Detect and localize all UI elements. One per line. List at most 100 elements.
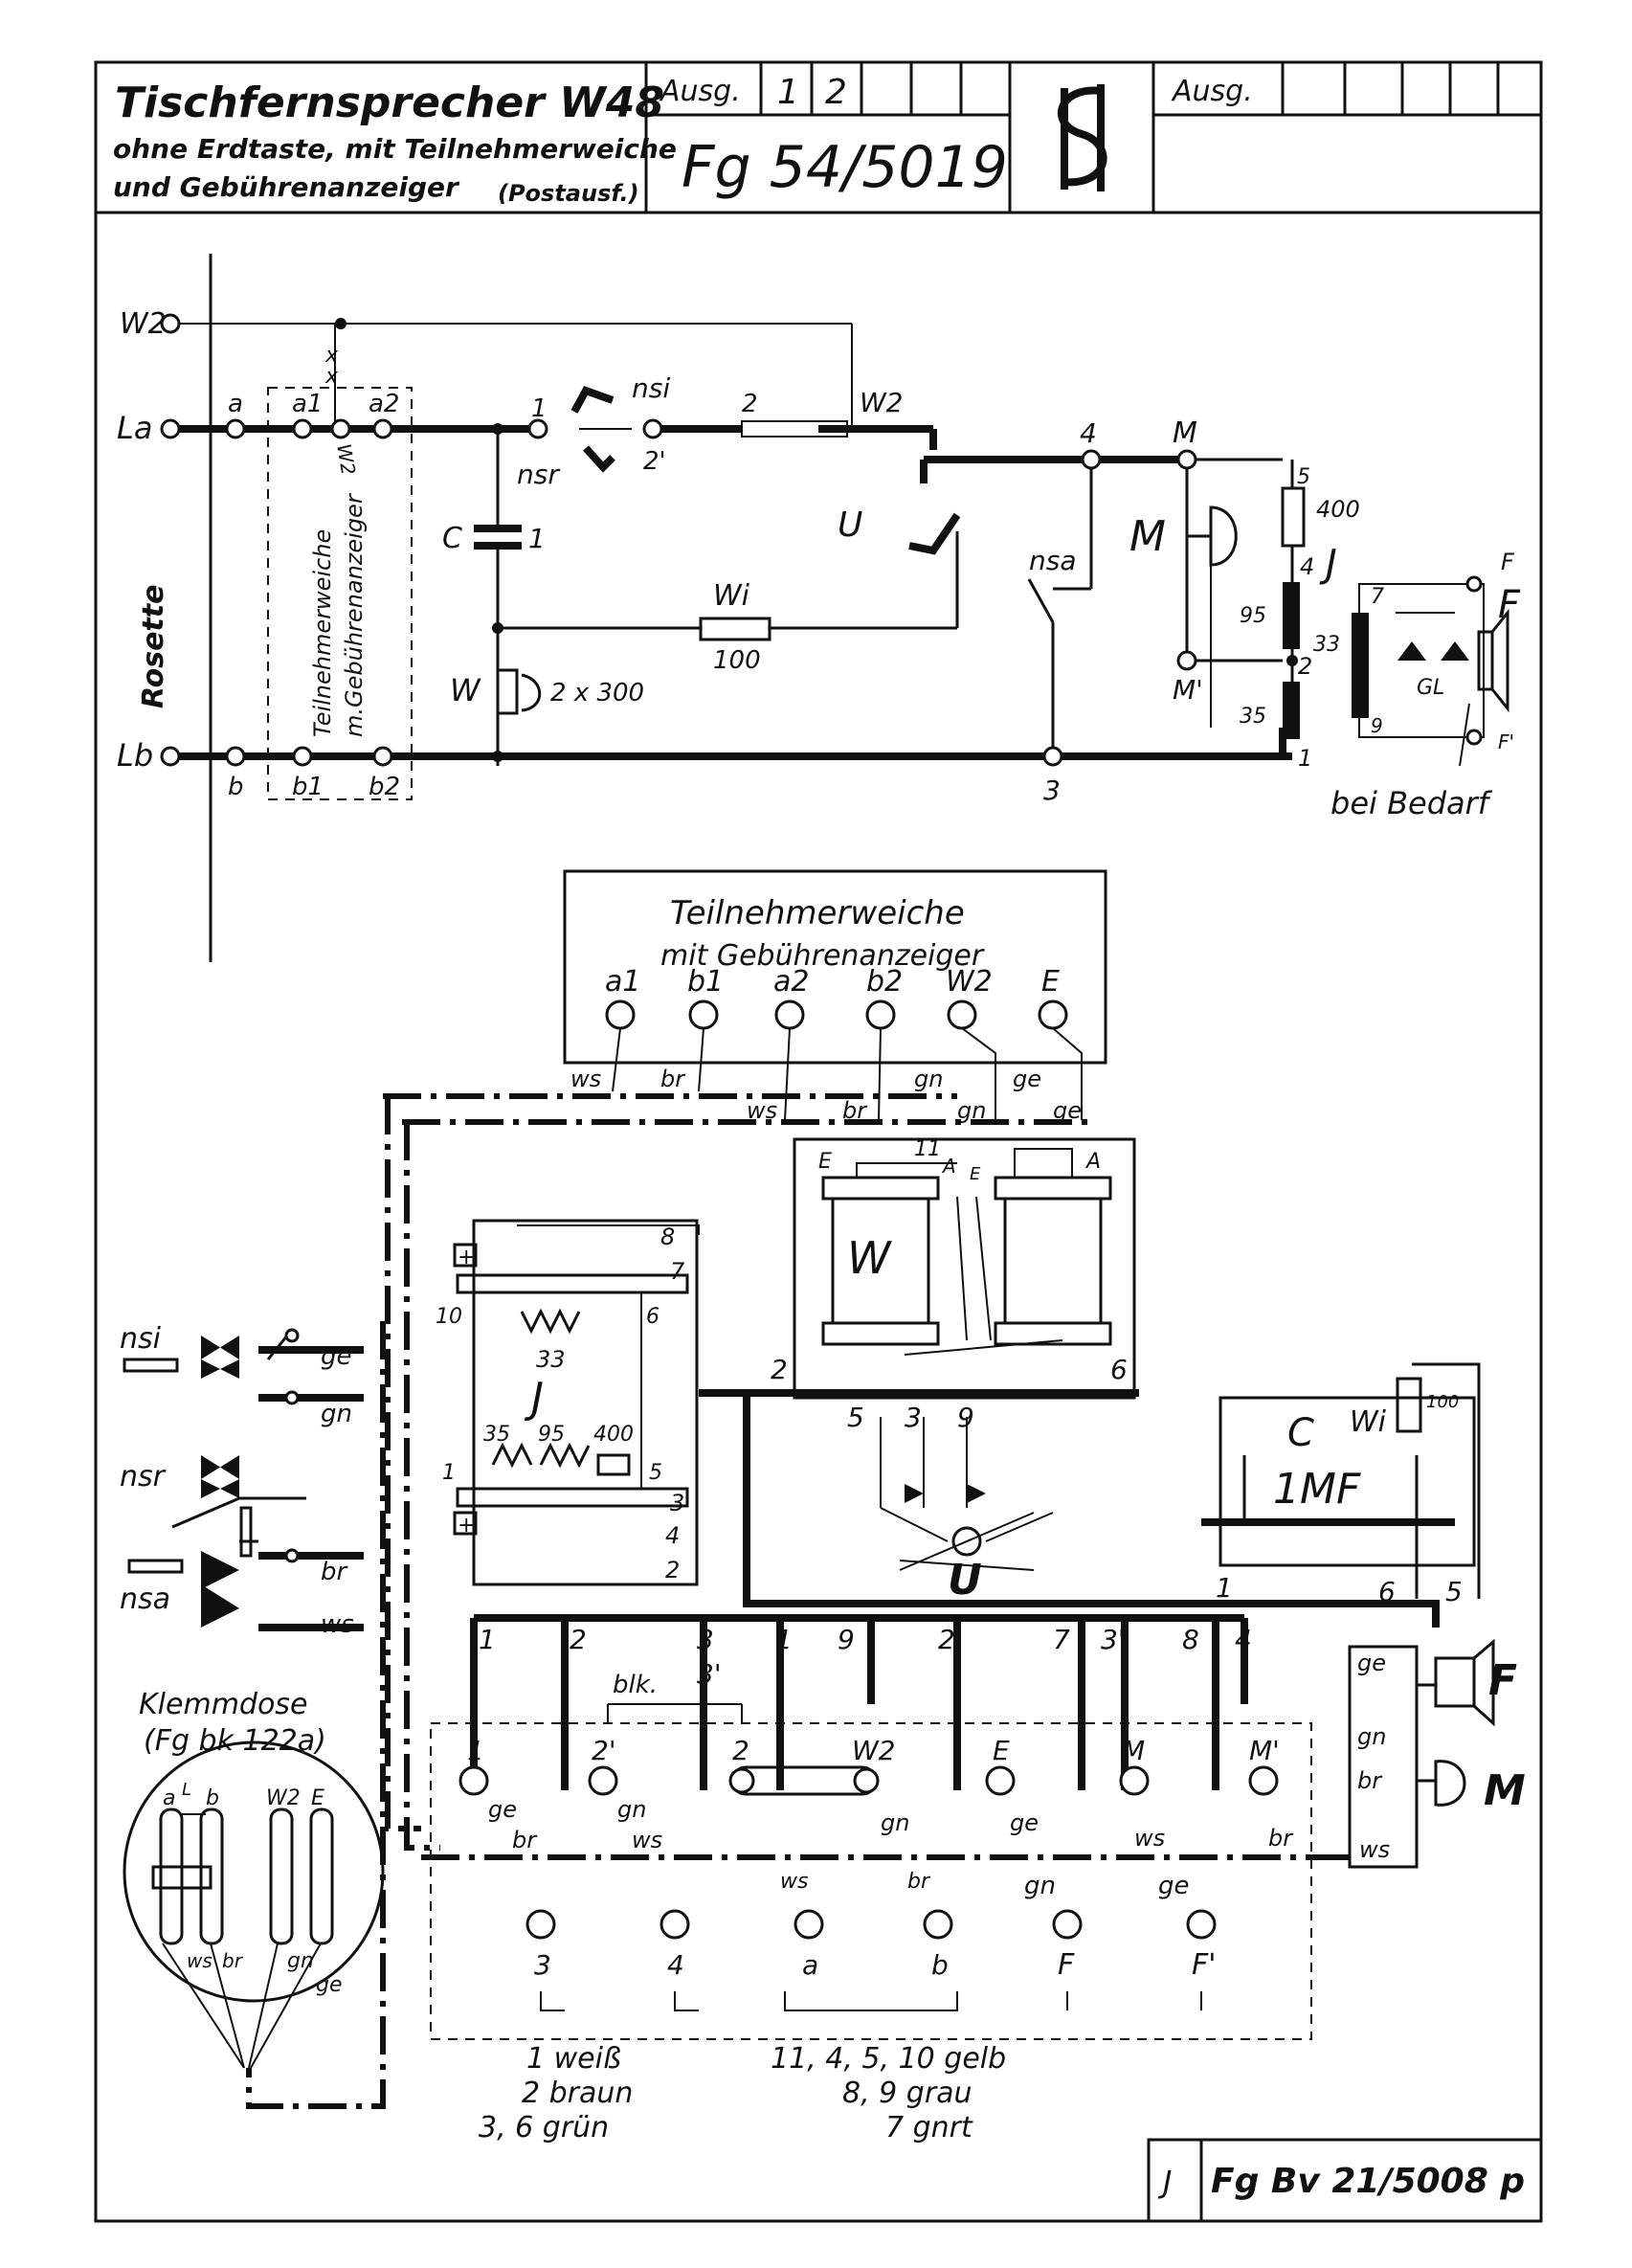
j-label: J bbox=[1319, 542, 1337, 586]
nsi-label: nsi bbox=[632, 372, 670, 404]
wire-gn-label: gn bbox=[321, 1400, 352, 1428]
w-value-label: 2 x 300 bbox=[550, 679, 644, 707]
bus-num-2b: 2 bbox=[938, 1624, 955, 1655]
ts-mid-br-2: br bbox=[907, 1870, 931, 1894]
cap-1-label: 1 bbox=[1216, 1572, 1233, 1604]
nsr-label: nsr bbox=[517, 459, 560, 490]
weiche-term-a2: a2 bbox=[773, 965, 809, 999]
tr-10-label: 10 bbox=[436, 1305, 462, 1329]
relay-a-label: A bbox=[941, 1155, 956, 1178]
ts-color-gn-2: gn bbox=[881, 1809, 909, 1836]
su-3-label: 3 bbox=[905, 1402, 922, 1433]
ts-color-ge-2: ge bbox=[1010, 1809, 1039, 1836]
klemmdose-w2: W2 bbox=[266, 1786, 301, 1810]
terminal-strip bbox=[421, 1703, 1312, 2040]
ts-top-2: 2 bbox=[732, 1735, 749, 1766]
r4-label: 4 bbox=[1300, 553, 1314, 580]
cap-c-label: C bbox=[1287, 1411, 1314, 1455]
f-top-label: F bbox=[1501, 549, 1515, 575]
f-big-label: F bbox=[1498, 583, 1521, 627]
ts-color-ge-1: ge bbox=[488, 1796, 517, 1823]
bus-num-3p: 3' bbox=[697, 1658, 722, 1690]
weiche-wire-top-gn: gn bbox=[914, 1066, 943, 1092]
su-5-label: 5 bbox=[847, 1402, 864, 1433]
m-big-label: M bbox=[1129, 512, 1166, 561]
wire-ws-label: ws bbox=[321, 1610, 354, 1639]
ts-bot-3: 3 bbox=[534, 1949, 551, 1981]
tr-7-label: 7 bbox=[670, 1258, 685, 1285]
tr-400-label: 400 bbox=[593, 1423, 634, 1447]
legend-line-1: 1 weiß bbox=[526, 2042, 621, 2076]
weiche-box-title-2: mit Gebührenanzeiger bbox=[660, 939, 985, 973]
f-prime-label: F' bbox=[1498, 730, 1514, 753]
handset-m-label: M bbox=[1484, 1766, 1526, 1815]
tr-33-label: 33 bbox=[536, 1346, 566, 1373]
subtitle-line-2: und Gebührenanzeiger bbox=[113, 171, 460, 203]
footer-reference-box bbox=[1147, 2138, 1543, 2223]
weiche-term-b1: b1 bbox=[687, 965, 724, 999]
bus-num-9: 9 bbox=[838, 1624, 855, 1655]
r400-label: 400 bbox=[1316, 496, 1360, 523]
cap-100-label: 100 bbox=[1426, 1392, 1459, 1412]
n2prime-label: 2' bbox=[643, 447, 666, 476]
relay-6-label: 6 bbox=[1110, 1354, 1128, 1385]
wi-label: Wi bbox=[713, 579, 750, 613]
legend-line-3: 3, 6 grün bbox=[479, 2111, 609, 2144]
legend-line-6: 7 gnrt bbox=[885, 2111, 973, 2144]
cable-routing bbox=[246, 1096, 1440, 2109]
r95-label: 95 bbox=[1240, 604, 1266, 628]
nsi-left-label: nsi bbox=[120, 1322, 162, 1356]
ts-top-e: E bbox=[993, 1735, 1010, 1766]
w2-label: W2 bbox=[120, 307, 167, 341]
legend-line-5: 8, 9 grau bbox=[842, 2077, 972, 2110]
tr-plus-bottom: + bbox=[458, 1514, 475, 1538]
cap-wi-label: Wi bbox=[1350, 1405, 1387, 1439]
ausg-label-right: Ausg. bbox=[1171, 75, 1253, 108]
tr-4-label: 4 bbox=[665, 1522, 680, 1549]
footer-j: J bbox=[1157, 2164, 1172, 2200]
rosette-label: Rosette bbox=[137, 585, 170, 708]
relay-box bbox=[793, 1137, 1136, 1400]
a2-label: a2 bbox=[369, 390, 399, 418]
relay-2-label: 2 bbox=[771, 1354, 788, 1385]
klemmdose-e: E bbox=[311, 1786, 324, 1810]
tr-6-label: 6 bbox=[646, 1305, 660, 1329]
weiche-term-a1: a1 bbox=[605, 965, 640, 999]
relay-11-label: 11 bbox=[914, 1137, 941, 1161]
klemmdose-ws: ws bbox=[187, 1949, 212, 1972]
blk-label: blk. bbox=[613, 1671, 658, 1699]
lb-label: Lb bbox=[117, 737, 153, 774]
handset-connectors bbox=[1311, 1638, 1495, 1869]
ausg-label: Ausg. bbox=[659, 75, 741, 108]
tr-plus-top: + bbox=[458, 1246, 475, 1269]
svg-text:x: x bbox=[324, 344, 339, 368]
ts-mid-ge: ge bbox=[1158, 1872, 1190, 1900]
u-label: U bbox=[838, 505, 862, 545]
r5-label: 5 bbox=[1297, 465, 1310, 489]
r33-label: 33 bbox=[1313, 633, 1340, 657]
ts-bot-b: b bbox=[931, 1949, 949, 1981]
ts-top-w2: W2 bbox=[852, 1735, 896, 1766]
title: Tischfernsprecher W48 bbox=[115, 79, 664, 127]
legend-line-2: 2 braun bbox=[522, 2077, 633, 2110]
r2-label: 2 bbox=[1298, 653, 1312, 680]
a-label: a bbox=[228, 390, 243, 418]
svg-text:x: x bbox=[324, 365, 339, 389]
klemmdose-title: Klemmdose bbox=[139, 1688, 307, 1721]
klemmdose-l: L bbox=[182, 1780, 191, 1800]
ts-bot-4: 4 bbox=[667, 1949, 684, 1981]
bei-bedarf-label: bei Bedarf bbox=[1330, 785, 1493, 821]
klemmdose-b: b bbox=[206, 1786, 219, 1810]
relay-e2-label: E bbox=[970, 1164, 981, 1184]
su-9-label: 9 bbox=[957, 1402, 974, 1433]
switch-u bbox=[880, 1417, 1054, 1571]
switch-stack bbox=[123, 1328, 306, 1628]
w2-small-label: W2 bbox=[332, 442, 360, 477]
w-label: W bbox=[450, 672, 481, 708]
weiche-wire-top-ge: ge bbox=[1013, 1066, 1041, 1092]
klemmdose-ge: ge bbox=[316, 1973, 343, 1997]
ts-bot-fprime: F' bbox=[1192, 1948, 1217, 1982]
handset-gn: gn bbox=[1357, 1723, 1386, 1750]
drawing-number: Fg 54/5019 bbox=[682, 134, 1008, 201]
n3-label: 3 bbox=[1043, 775, 1061, 806]
